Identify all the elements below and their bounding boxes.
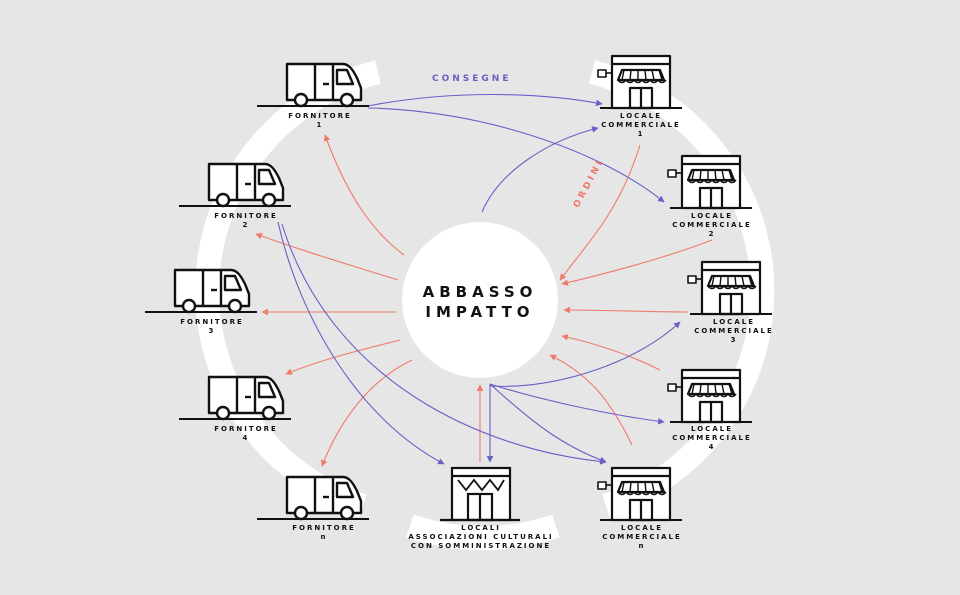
shop-number: 4 bbox=[708, 443, 716, 451]
van-icon bbox=[179, 375, 291, 421]
culture-label: LOCALI ASSOCIAZIONI CULTURALI CON SOMMIN… bbox=[408, 524, 553, 551]
cultural-venue-icon bbox=[440, 466, 520, 522]
shop-line1: LOCALE bbox=[713, 318, 755, 326]
shop-label-1: LOCALE COMMERCIALE 1 bbox=[601, 112, 681, 139]
shop-number: 3 bbox=[730, 336, 738, 344]
shop-icon bbox=[667, 154, 752, 210]
supplier-label-n: FORNITORE n bbox=[292, 524, 355, 542]
supplier-label-1: FORNITORE 1 bbox=[288, 112, 351, 130]
van-icon bbox=[179, 162, 291, 208]
shop-line1: LOCALE bbox=[620, 112, 662, 120]
supplier-name: FORNITORE bbox=[292, 524, 356, 532]
center-title: ABBASSO IMPATTO bbox=[410, 282, 550, 322]
supplier-number: 2 bbox=[242, 221, 250, 229]
shop-icon bbox=[597, 54, 682, 110]
shop-icon bbox=[597, 466, 682, 522]
supplier-name: FORNITORE bbox=[214, 425, 278, 433]
shop-number: 1 bbox=[637, 130, 645, 138]
shop-line1: LOCALE bbox=[691, 212, 733, 220]
van-icon bbox=[257, 62, 369, 108]
supplier-name: FORNITORE bbox=[288, 112, 352, 120]
center-circle bbox=[402, 222, 558, 378]
supplier-name: FORNITORE bbox=[214, 212, 278, 220]
consegne-label: CONSEGNE bbox=[432, 74, 512, 84]
shop-number: n bbox=[638, 542, 646, 550]
van-icon bbox=[257, 475, 369, 521]
supplier-label-3: FORNITORE 3 bbox=[180, 318, 243, 336]
orders-arrows bbox=[255, 134, 713, 467]
center-line-2: IMPATTO bbox=[425, 303, 535, 321]
shop-label-2: LOCALE COMMERCIALE 2 bbox=[672, 212, 752, 239]
supplier-number: 1 bbox=[316, 121, 324, 129]
shop-line2: COMMERCIALE bbox=[672, 434, 752, 442]
van-icon bbox=[145, 268, 257, 314]
shop-line2: COMMERCIALE bbox=[694, 327, 774, 335]
shop-label-n: LOCALE COMMERCIALE n bbox=[602, 524, 682, 551]
supplier-label-2: FORNITORE 2 bbox=[214, 212, 277, 230]
shop-label-4: LOCALE COMMERCIALE 4 bbox=[672, 425, 752, 452]
shop-line2: COMMERCIALE bbox=[672, 221, 752, 229]
supplier-number: n bbox=[320, 533, 328, 541]
center-line-1: ABBASSO bbox=[422, 283, 538, 301]
deliveries-arrows bbox=[277, 93, 681, 465]
shop-icon bbox=[667, 368, 752, 424]
culture-line1: LOCALI bbox=[461, 524, 501, 532]
shop-line2: COMMERCIALE bbox=[601, 121, 681, 129]
culture-line2: ASSOCIAZIONI CULTURALI bbox=[408, 533, 554, 541]
supplier-number: 4 bbox=[242, 434, 250, 442]
shop-icon bbox=[687, 260, 772, 316]
supplier-name: FORNITORE bbox=[180, 318, 244, 326]
shop-label-3: LOCALE COMMERCIALE 3 bbox=[694, 318, 774, 345]
shop-number: 2 bbox=[708, 230, 716, 238]
supplier-number: 3 bbox=[208, 327, 216, 335]
culture-line3: CON SOMMINISTRAZIONE bbox=[410, 542, 552, 550]
shop-line1: LOCALE bbox=[691, 425, 733, 433]
supplier-label-4: FORNITORE 4 bbox=[214, 425, 277, 443]
shop-line1: LOCALE bbox=[621, 524, 663, 532]
shop-line2: COMMERCIALE bbox=[602, 533, 682, 541]
